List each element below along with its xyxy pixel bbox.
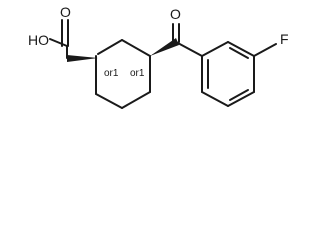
wedge-c1 xyxy=(67,55,98,62)
stereo-label-c1: or1 xyxy=(104,68,119,79)
bond-benz-1 xyxy=(201,41,229,57)
bond-benz-2 xyxy=(227,41,255,57)
fluorine-label: F xyxy=(280,31,289,47)
wedge-c3 xyxy=(150,38,179,56)
bond-ring-c5-c6 xyxy=(95,93,123,109)
bond-cooh-oh xyxy=(49,38,68,47)
stereo-label-c3: or1 xyxy=(130,68,145,79)
bond-ring-c4-c5 xyxy=(121,91,151,109)
bond-ring-c2-c3 xyxy=(121,39,151,57)
bond-c-f xyxy=(253,43,277,57)
bond-benz-5 xyxy=(201,91,229,107)
atom-labels: HO O O F xyxy=(28,4,289,48)
ketone-oxygen-label: O xyxy=(170,6,181,22)
bond-ring-c1-c2 xyxy=(97,39,123,55)
wedges xyxy=(67,38,179,62)
bond-c3-carbonyl xyxy=(175,41,203,57)
bond-benz-inner-2 xyxy=(229,89,249,101)
stereo-labels: or1 or1 xyxy=(104,68,145,79)
bond-benz-inner-1 xyxy=(229,47,249,59)
acid-oxygen-label: O xyxy=(60,4,71,20)
structure-diagram: HO O O F or1 or1 xyxy=(28,4,289,109)
bonds xyxy=(49,19,277,109)
hydroxyl-label: HO xyxy=(28,32,49,48)
bond-benz-4 xyxy=(227,91,255,107)
